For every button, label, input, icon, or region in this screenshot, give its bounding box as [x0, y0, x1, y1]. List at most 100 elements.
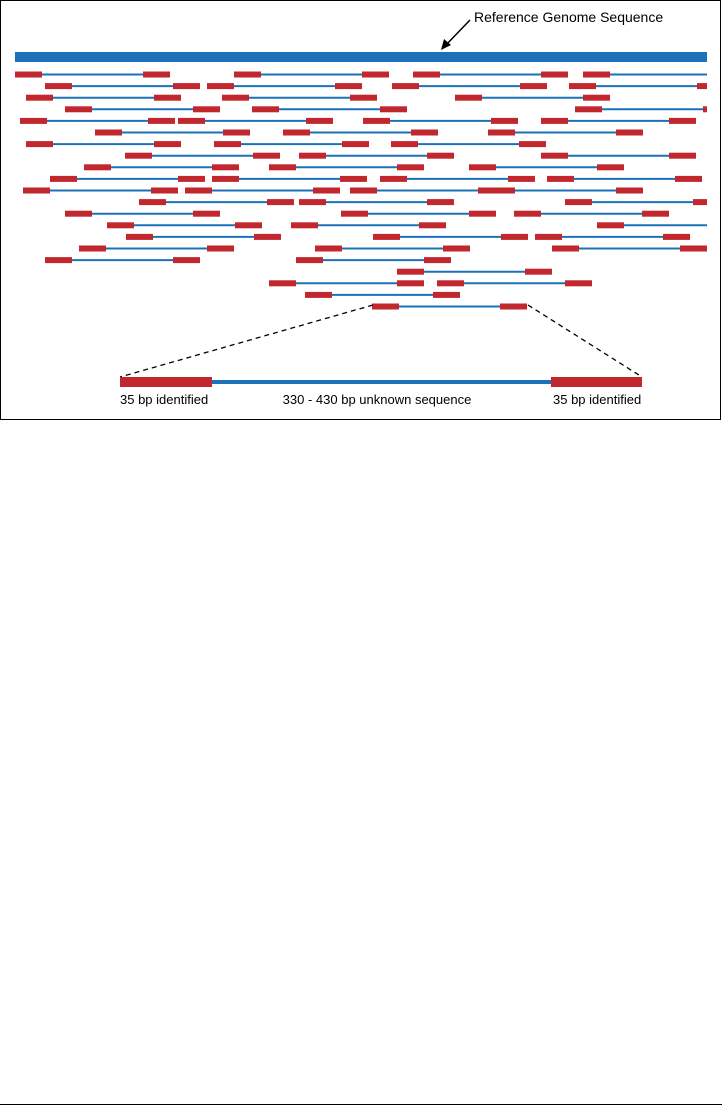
read-right-end — [433, 291, 460, 298]
read-left-end — [488, 129, 515, 136]
read-left-end — [391, 141, 418, 148]
read-right-end — [424, 257, 451, 264]
read-right-end — [419, 222, 446, 229]
read-left-end — [26, 94, 53, 101]
read-right-end — [193, 210, 220, 217]
reference-pointer-arrow — [444, 19, 471, 47]
read-right-end — [193, 106, 220, 113]
read-right-end — [253, 152, 280, 159]
read-right-end — [675, 175, 702, 182]
read-right-end — [362, 71, 389, 78]
read-right-end — [469, 210, 496, 217]
read-left-end — [222, 94, 249, 101]
read-right-end — [178, 175, 205, 182]
read-right-end — [693, 199, 707, 206]
zoom-guide-right — [527, 304, 643, 378]
read-left-end — [23, 187, 50, 194]
read-left-end — [269, 280, 296, 287]
read-right-end — [397, 280, 424, 287]
read-left-end — [488, 187, 515, 194]
read-right-end — [223, 129, 250, 136]
read-left-end — [126, 233, 153, 240]
read-left-end — [514, 210, 541, 217]
read-left-end — [575, 106, 602, 113]
read-left-end — [214, 141, 241, 148]
read-left-end — [315, 245, 342, 252]
read-right-end — [397, 164, 424, 171]
read-left-end — [392, 83, 419, 90]
read-right-end — [154, 141, 181, 148]
paired-end-read-diagram: Reference Genome Sequence 35 bp identifi… — [0, 0, 721, 420]
read-right-end — [267, 199, 294, 206]
read-right-end — [148, 117, 175, 124]
zoom-read-left — [120, 377, 212, 387]
read-left-end — [283, 129, 310, 136]
read-right-end — [669, 117, 696, 124]
read-left-end — [299, 152, 326, 159]
read-left-end — [413, 71, 440, 78]
read-left-end — [65, 106, 92, 113]
read-right-end — [669, 152, 696, 159]
read-left-end — [583, 71, 610, 78]
read-left-end — [597, 222, 624, 229]
read-left-end — [95, 129, 122, 136]
zoom-middle-label: 330 - 430 bp unknown sequence — [283, 392, 472, 407]
reference-genome-bar — [15, 52, 707, 62]
zoom-right-label: 35 bp identified — [553, 392, 641, 407]
read-left-end — [45, 257, 72, 264]
read-left-end — [341, 210, 368, 217]
reference-genome-label: Reference Genome Sequence — [474, 9, 663, 25]
read-left-end — [107, 222, 134, 229]
read-left-end — [299, 199, 326, 206]
read-left-end — [565, 199, 592, 206]
read-left-end — [269, 164, 296, 171]
read-right-end — [583, 94, 610, 101]
read-left-end — [305, 291, 332, 298]
read-right-end — [597, 164, 624, 171]
read-right-end — [491, 117, 518, 124]
read-right-end — [350, 94, 377, 101]
read-left-end — [380, 175, 407, 182]
read-right-end — [143, 71, 170, 78]
read-right-end — [443, 245, 470, 252]
read-left-end — [207, 83, 234, 90]
read-left-end — [139, 199, 166, 206]
read-left-end — [541, 152, 568, 159]
read-left-end — [547, 175, 574, 182]
read-right-end — [342, 141, 369, 148]
read-left-end — [178, 117, 205, 124]
read-left-end — [373, 233, 400, 240]
read-left-end — [535, 233, 562, 240]
read-left-end — [437, 280, 464, 287]
read-right-end — [520, 83, 547, 90]
read-right-end — [642, 210, 669, 217]
read-right-end — [411, 129, 438, 136]
read-right-end — [380, 106, 407, 113]
read-left-end — [397, 268, 424, 275]
read-left-end — [45, 83, 72, 90]
read-right-end — [207, 245, 234, 252]
read-left-end — [455, 94, 482, 101]
read-right-end — [335, 83, 362, 90]
read-left-end — [20, 117, 47, 124]
page-bottom-rule — [0, 1104, 722, 1105]
read-right-end — [340, 175, 367, 182]
read-left-end — [84, 164, 111, 171]
read-right-end — [508, 175, 535, 182]
read-right-end — [541, 71, 568, 78]
read-left-end — [65, 210, 92, 217]
read-right-end — [663, 233, 690, 240]
read-left-end — [469, 164, 496, 171]
read-right-end — [173, 257, 200, 264]
read-left-end — [26, 141, 53, 148]
paired-reads-group — [15, 71, 707, 310]
read-left-end — [185, 187, 212, 194]
read-left-end — [372, 303, 399, 310]
read-right-end — [500, 303, 527, 310]
read-left-end — [552, 245, 579, 252]
read-right-end — [173, 83, 200, 90]
read-left-end — [125, 152, 152, 159]
read-left-end — [15, 71, 42, 78]
read-right-end — [703, 106, 707, 113]
read-right-end — [306, 117, 333, 124]
